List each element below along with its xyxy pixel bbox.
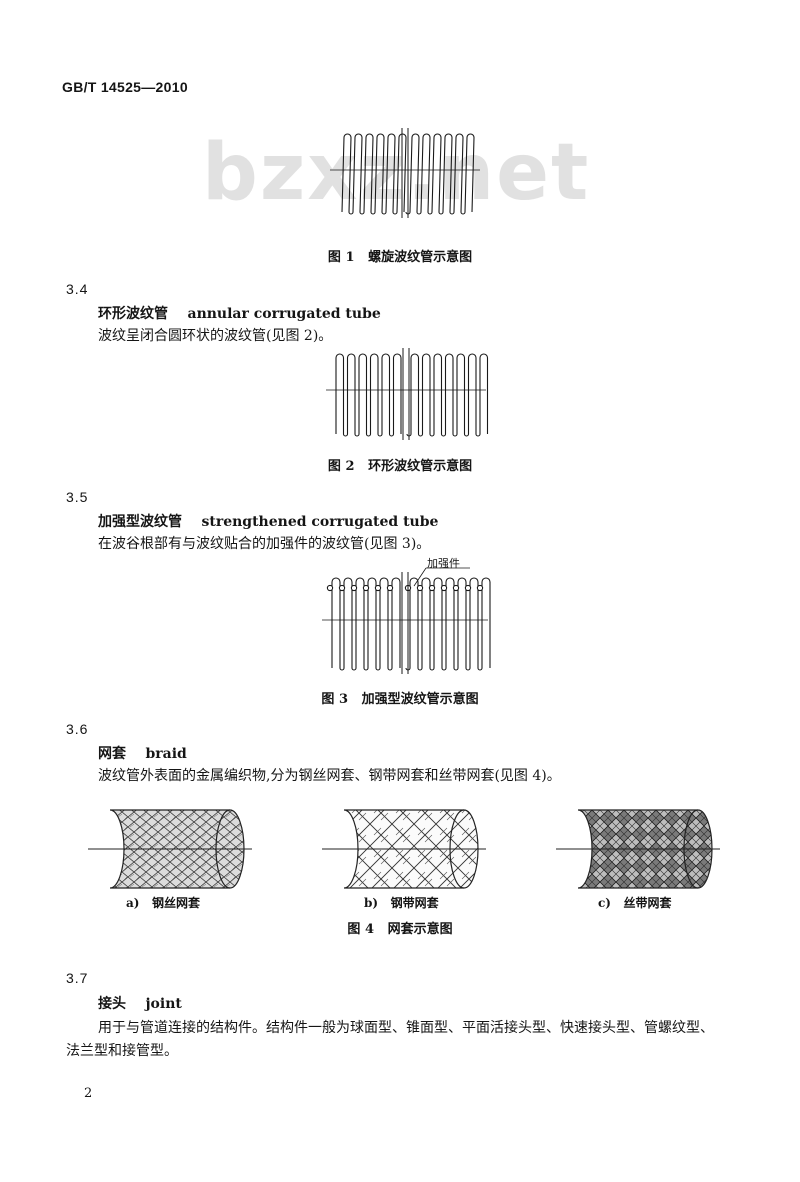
definition-3-6: 波纹管外表面的金属编织物,分为钢丝网套、钢带网套和丝带网套(见图 4)。 xyxy=(98,768,561,784)
helical-corrugated-tube-figure xyxy=(330,128,480,218)
page-number: 2 xyxy=(84,1086,93,1101)
figure-1-caption: 图 1 螺旋波纹管示意图 xyxy=(327,250,473,265)
steel-wire-braid-figure xyxy=(88,809,252,889)
figure-3-caption: 图 3 加强型波纹管示意图 xyxy=(321,692,479,707)
steel-strip-braid-figure xyxy=(322,809,486,889)
figure-4-caption: 图 4 网套示意图 xyxy=(347,922,453,937)
standard-number: GB/T 14525—2010 xyxy=(62,79,188,95)
section-number-3-4: 3.4 xyxy=(66,281,89,297)
ribbon-braid-figure xyxy=(556,809,720,889)
section-number-3-7: 3.7 xyxy=(66,970,89,986)
section-number-3-5: 3.5 xyxy=(66,489,89,505)
subfigure-b-label: b) 钢带网套 xyxy=(364,896,439,910)
term-joint: 接头 joint xyxy=(98,996,182,1012)
definition-3-7-line-1: 用于与管道连接的结构件。结构件一般为球面型、锥面型、平面活接头型、快速接头型、管… xyxy=(98,1020,714,1036)
strengthened-corrugated-tube-figure xyxy=(322,567,491,674)
term-strengthened-corrugated-tube: 加强型波纹管 strengthened corrugated tube xyxy=(98,514,439,530)
subfigure-c-label: c) 丝带网套 xyxy=(598,896,672,910)
term-annular-corrugated-tube: 环形波纹管 annular corrugated tube xyxy=(98,306,381,322)
subfigure-a-label: a) 钢丝网套 xyxy=(126,896,200,910)
figure-2-caption: 图 2 环形波纹管示意图 xyxy=(327,459,473,474)
definition-3-7-line-2: 法兰型和接管型。 xyxy=(66,1043,178,1059)
definition-3-4: 波纹呈闭合圆环状的波纹管(见图 2)。 xyxy=(98,328,333,344)
section-number-3-6: 3.6 xyxy=(66,721,89,737)
term-braid: 网套 braid xyxy=(98,746,187,762)
reinforcement-label: 加强件 xyxy=(427,557,460,570)
annular-corrugated-tube-figure xyxy=(326,348,489,440)
definition-3-5: 在波谷根部有与波纹贴合的加强件的波纹管(见图 3)。 xyxy=(98,536,431,552)
